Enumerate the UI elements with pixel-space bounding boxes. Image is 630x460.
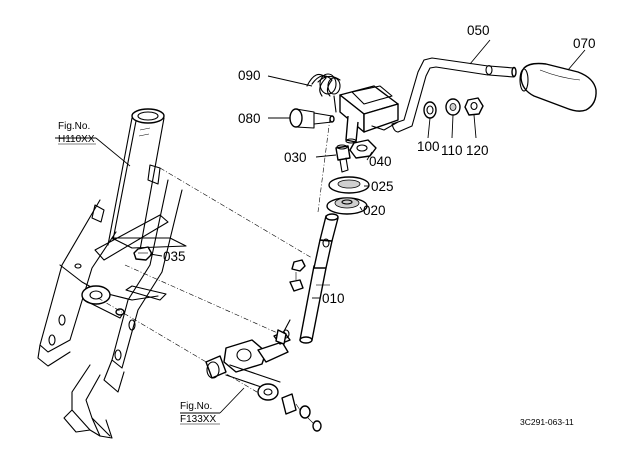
label-050: 050 bbox=[467, 23, 490, 38]
part-020-bushing bbox=[326, 197, 368, 215]
label-070: 070 bbox=[573, 36, 596, 51]
label-010: 010 bbox=[322, 291, 345, 306]
part-035-nut bbox=[133, 246, 153, 261]
part-010-shaft bbox=[275, 213, 339, 345]
label-035: 035 bbox=[163, 249, 186, 264]
lower-linkage bbox=[205, 329, 322, 432]
fig-ref-bottom-prefix: Fig.No. bbox=[180, 401, 212, 412]
figure-reference-bottom: Fig.No. F133XX bbox=[180, 401, 220, 425]
label-120: 120 bbox=[466, 143, 489, 158]
label-090: 090 bbox=[238, 68, 261, 83]
label-100: 100 bbox=[417, 139, 440, 154]
fig-ref-top-code: H110XX bbox=[58, 134, 95, 145]
part-110-washer bbox=[445, 98, 461, 116]
part-100-bushing bbox=[423, 101, 437, 119]
upper-lever-assembly bbox=[289, 57, 597, 144]
lever-shaft-assembly bbox=[275, 139, 377, 345]
part-050-lever bbox=[391, 57, 517, 133]
alignment-lines bbox=[97, 117, 331, 396]
label-025: 025 bbox=[371, 179, 394, 194]
part-090-spring bbox=[306, 73, 341, 113]
lever-bracket bbox=[339, 85, 399, 144]
fig-ref-top-prefix: Fig.No. bbox=[58, 121, 90, 132]
part-080-pin bbox=[289, 108, 335, 129]
label-110: 110 bbox=[441, 143, 463, 158]
drawing-code: 3C291-063-11 bbox=[520, 417, 574, 427]
part-070-knob bbox=[519, 62, 597, 112]
part-030-bolt bbox=[335, 144, 351, 173]
label-030: 030 bbox=[284, 150, 307, 165]
part-labels: 050 070 090 080 100 110 120 030 040 025 … bbox=[163, 23, 596, 306]
label-020: 020 bbox=[363, 203, 386, 218]
figure-reference-top: Fig.No. H110XX bbox=[58, 121, 96, 145]
frame-assembly bbox=[37, 108, 187, 439]
leader-lines bbox=[55, 39, 586, 414]
part-025-washer bbox=[328, 176, 370, 194]
part-120-nut bbox=[464, 97, 484, 116]
fig-ref-bottom-code: F133XX bbox=[180, 414, 216, 425]
label-080: 080 bbox=[238, 111, 261, 126]
label-040: 040 bbox=[369, 154, 392, 169]
